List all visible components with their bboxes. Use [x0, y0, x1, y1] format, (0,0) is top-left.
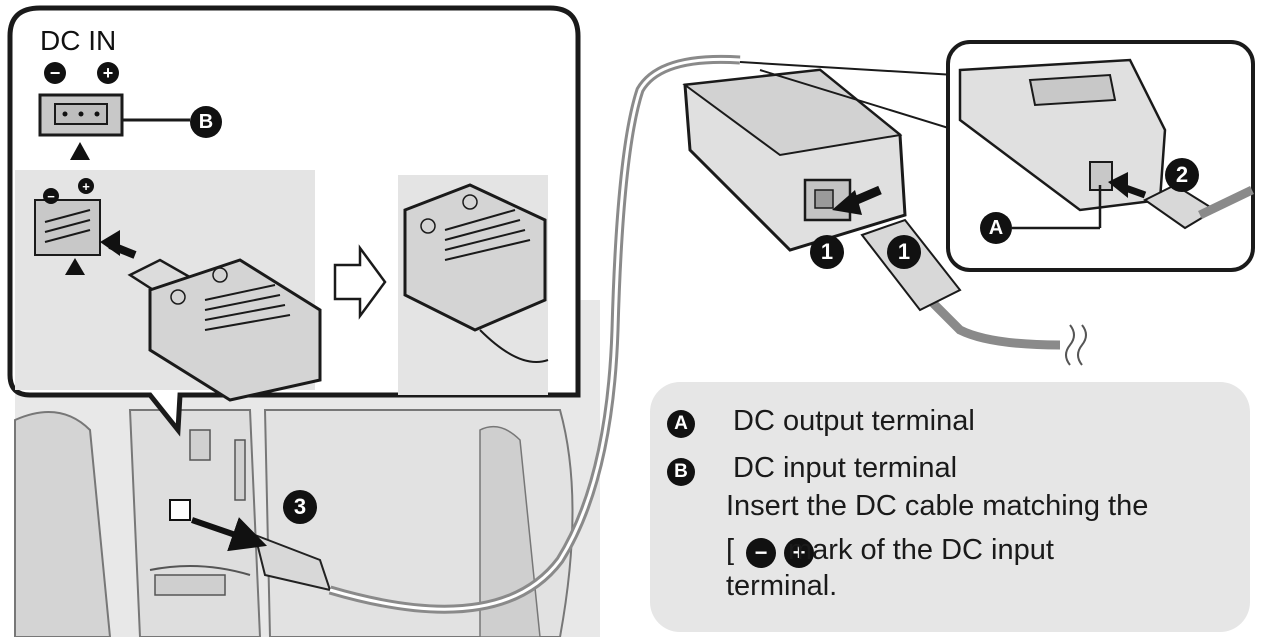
plus-sign: +	[102, 62, 114, 83]
dc-in-port	[169, 499, 191, 521]
legend-b-letter: B	[674, 461, 688, 482]
step-1-badge-left: 1	[810, 235, 844, 269]
legend-instruction-line1: Insert the DC cable matching the	[726, 490, 1149, 522]
legend-plus-icon: +	[784, 538, 814, 568]
step-1-number-right: 1	[897, 239, 911, 264]
minus-polarity-icon: −	[44, 62, 66, 84]
legend-b-badge: B	[667, 458, 695, 486]
legend-b-text: DC input terminal	[733, 452, 958, 484]
legend-instruction-bracket: [	[726, 534, 735, 566]
terminal-a-badge: A	[980, 212, 1012, 244]
ac-adapter	[682, 68, 1087, 366]
legend-a-letter: A	[674, 413, 688, 434]
step-1-number-left: 1	[820, 239, 834, 264]
step-3-number: 3	[293, 494, 307, 519]
legend-instruction-line3: terminal.	[726, 570, 838, 602]
minus-polarity-icon-small: −	[43, 188, 59, 204]
terminal-a-letter: A	[988, 216, 1004, 239]
zoom-panel	[7, 5, 581, 437]
minus-sign-small: −	[47, 188, 55, 204]
plus-polarity-icon-small: +	[78, 178, 94, 194]
legend-a-text: DC output terminal	[733, 405, 975, 437]
step-3-badge: 3	[283, 490, 317, 524]
step-2-number: 2	[1175, 162, 1189, 187]
legend-a-badge: A	[667, 410, 695, 438]
legend-instruction-line2: mark of the DC input	[788, 534, 1054, 566]
minus-sign: −	[49, 62, 61, 83]
callout-b: B	[190, 106, 222, 138]
legend-box	[650, 382, 1250, 632]
step-2-badge: 2	[1165, 158, 1199, 192]
step-1-badge-right: 1	[887, 235, 921, 269]
legend-minus-icon: −	[746, 538, 776, 568]
hollow-arrow-icon	[333, 244, 387, 320]
legend-minus-sign: −	[754, 540, 768, 565]
adapter-zoom-inset	[739, 40, 1255, 272]
dc-in-label: DC IN	[40, 25, 117, 56]
plus-polarity-icon: +	[97, 62, 119, 84]
callout-b-letter: B	[198, 110, 214, 133]
plus-sign-small: +	[82, 178, 90, 194]
legend-plus-sign: +	[792, 540, 806, 565]
